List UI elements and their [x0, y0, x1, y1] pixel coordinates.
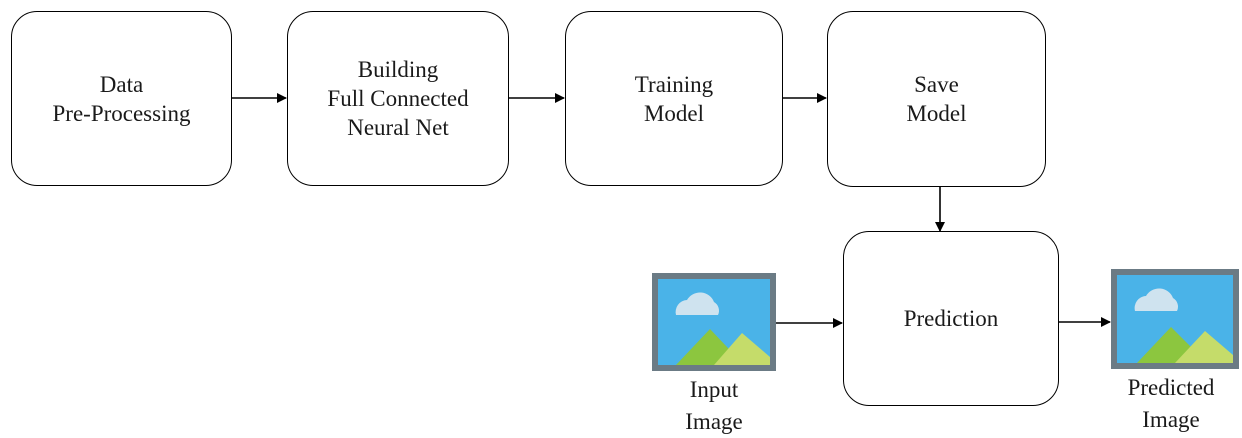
step-label: Prediction: [903, 306, 999, 331]
step-label: Building Full Connected Neural Net: [327, 57, 469, 140]
step-training-model: Training Model: [565, 11, 783, 186]
step-label: Save Model: [906, 72, 967, 126]
step-label: Data Pre-Processing: [52, 71, 191, 126]
predicted-image-caption: Predicted Image: [1127, 375, 1215, 432]
step-data-preprocessing: Data Pre-Processing: [11, 11, 232, 186]
step-building-network: Building Full Connected Neural Net: [287, 11, 509, 186]
input-image-caption: Input Image: [685, 377, 743, 434]
step-prediction: Prediction: [843, 231, 1059, 406]
predicted-image-icon: [1111, 269, 1239, 369]
step-save-model: Save Model: [827, 11, 1046, 187]
step-label: Training Model: [634, 71, 714, 126]
input-image-icon: [652, 273, 776, 371]
